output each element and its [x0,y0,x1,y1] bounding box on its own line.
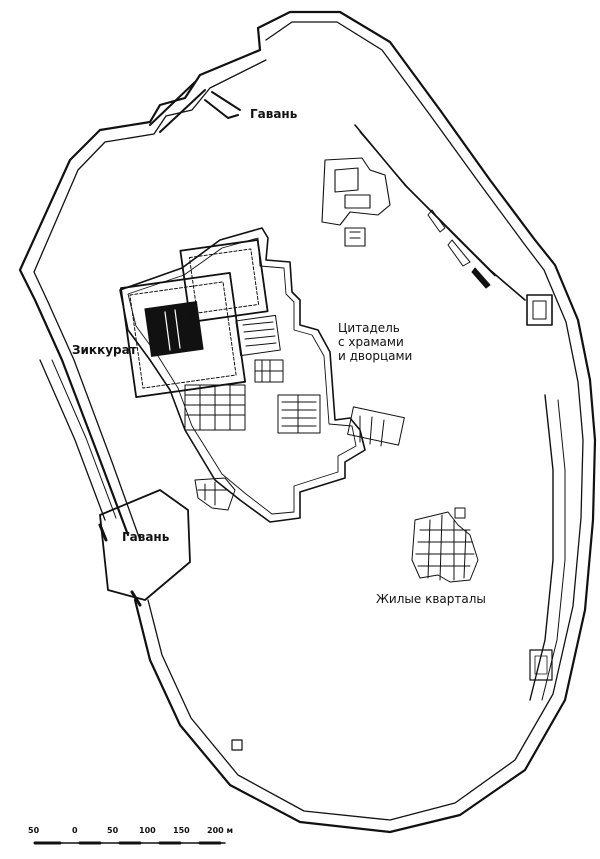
scale-tick-label: 200 м [207,826,234,835]
scale-tick-label: 50 [28,826,40,835]
temple-south [277,394,321,434]
east-canal-inner [359,131,496,277]
west-ditch [39,359,106,521]
east-ditch [529,394,554,701]
northeast-ruins [321,157,391,247]
east-wall-structures [427,209,491,289]
south-gate [231,739,243,751]
label-citadel-line2: с храмами [338,335,404,349]
ziggurat-stairs [164,309,181,351]
west-harbor-basin [99,489,191,601]
outer-city-wall [18,10,597,834]
scale-tick-label: 100 [139,826,156,835]
ziggurat-building [144,301,204,357]
east-gate [526,294,553,326]
ziggurat-enclosure [119,271,247,399]
scale-tick-label: 50 [107,826,119,835]
label-residential: Жилые кварталы [376,592,486,606]
north-harbor-wall-left [149,81,206,133]
temple-east [235,314,281,357]
residential-quarter [411,507,479,583]
inner-city-wall [33,21,584,821]
label-harbor-west: Гавань [122,530,170,544]
west-ruins [194,477,236,511]
palace-complex-south [184,384,246,431]
west-gate-marks [98,523,142,607]
north-harbor-wall-right [204,91,241,119]
southeast-tower [529,649,553,681]
scale-tick-label: 0 [72,826,78,835]
label-harbor-north: Гавань [250,107,298,121]
scale-tick-label: 150 [173,826,190,835]
courtyard-ne-inner [188,248,260,314]
courtyard-ne [179,239,269,323]
west-ditch-inner [51,359,117,519]
citadel-wall-inner [127,237,357,515]
ziggurat-enclosure-inner [129,281,237,389]
label-citadel-line1: Цитадель [338,321,400,335]
label-citadel-line3: и дворцами [338,349,413,363]
label-ziggurat: Зиккурат [72,343,137,357]
building-mid [254,359,284,383]
building-southeast [347,406,405,447]
citadel-wall [119,227,366,523]
